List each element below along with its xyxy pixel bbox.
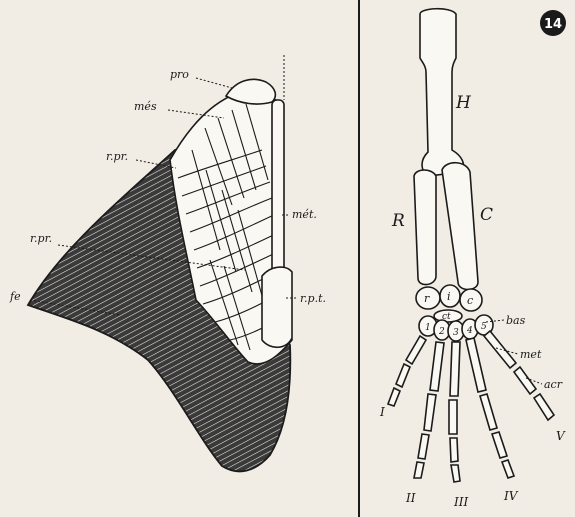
label-R: R <box>391 211 405 231</box>
label-digit-IV: IV <box>503 489 519 503</box>
digit-3 <box>449 342 460 482</box>
label-met-right: met <box>520 348 542 361</box>
label-met-left: mét. <box>292 208 317 221</box>
label-digit-I: I <box>379 405 385 419</box>
digit-2 <box>414 342 444 478</box>
label-C: C <box>480 205 493 225</box>
label-bas: bas <box>506 314 526 327</box>
radius <box>414 170 436 285</box>
ulna <box>442 163 478 290</box>
label-ct: ct <box>442 312 451 322</box>
metapterygium <box>272 100 284 290</box>
label-carpal-3: 3 <box>453 328 459 338</box>
figure-number: 14 <box>544 17 562 32</box>
label-carpal-5: 5 <box>481 322 487 332</box>
label-fe: fe <box>9 290 21 303</box>
label-carpal-1: 1 <box>425 323 431 333</box>
digit-1 <box>388 336 426 406</box>
fin-illustration: pro més r.pr. mét. r.pr. r.p.t. fe <box>9 55 326 471</box>
label-rpt: r.p.t. <box>300 292 326 305</box>
label-c: c <box>467 294 473 307</box>
label-i: i <box>447 290 451 303</box>
limb-illustration: 14 <box>379 9 566 509</box>
label-carpal-4: 4 <box>466 326 473 336</box>
label-carpal-2: 2 <box>438 327 445 337</box>
label-rpr-upper: r.pr. <box>106 150 128 163</box>
propterygium <box>226 79 275 104</box>
digit-5 <box>484 331 554 420</box>
label-digit-III: III <box>453 495 468 509</box>
label-r: r <box>424 292 430 305</box>
label-mes: més <box>134 100 157 113</box>
label-H: H <box>455 93 472 113</box>
label-digit-V: V <box>556 429 566 443</box>
label-acr: acr <box>544 378 563 391</box>
posterior-radial <box>262 267 292 347</box>
label-pro: pro <box>170 68 189 81</box>
label-rpr-lower: r.pr. <box>30 232 52 245</box>
label-digit-II: II <box>405 491 416 505</box>
